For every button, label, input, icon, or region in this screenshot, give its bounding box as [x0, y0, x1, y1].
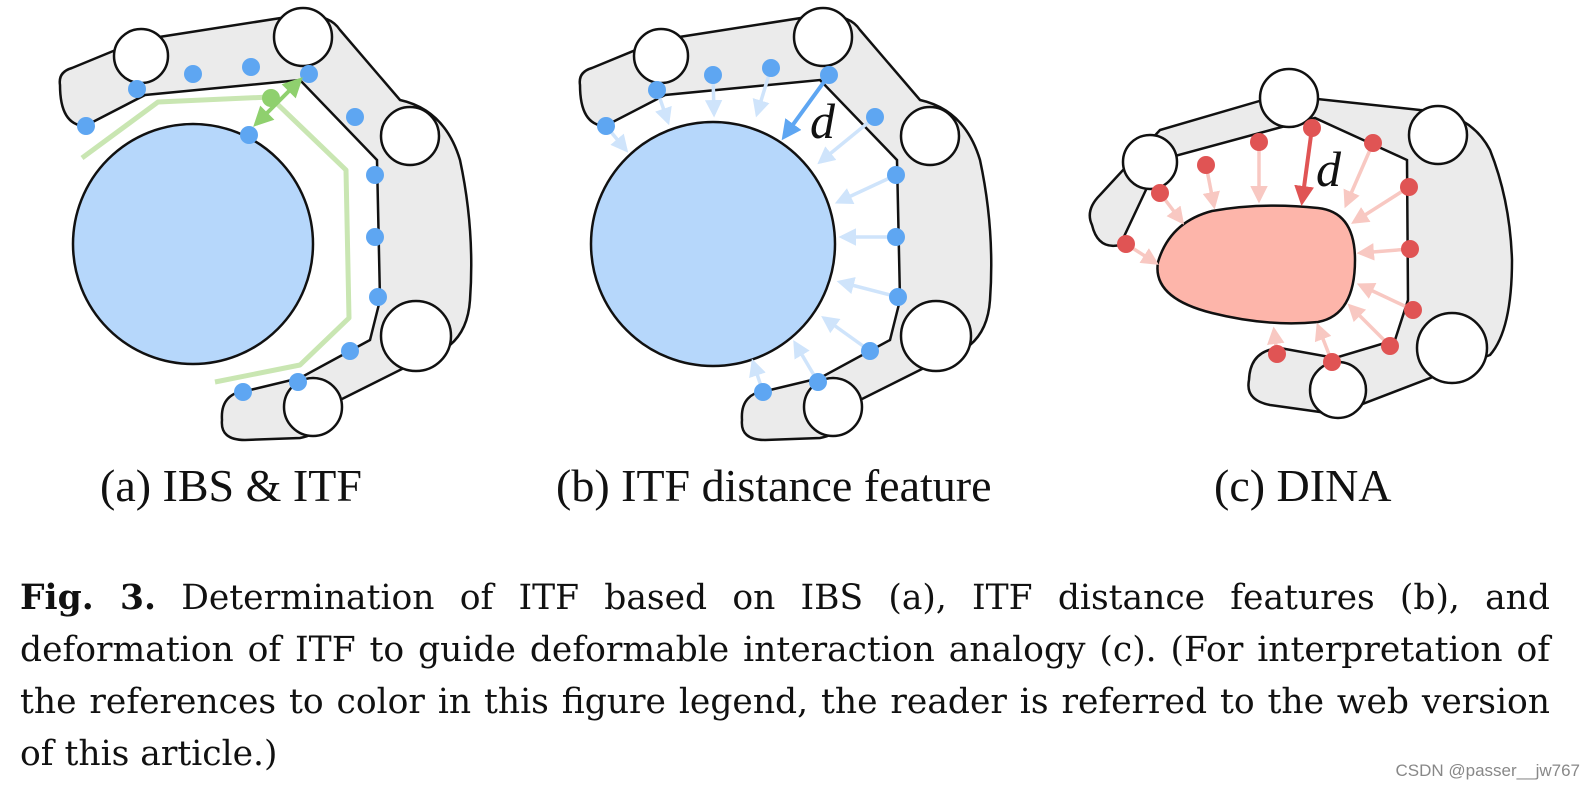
- panel-b-label: (b) ITF distance feature: [556, 460, 992, 511]
- panel-b-itf-distance: d: [578, 6, 993, 442]
- deformation-arrow-highlight: [1294, 127, 1315, 206]
- object-circle: [589, 120, 837, 368]
- finger-joints: [112, 6, 453, 438]
- distance-symbol-b: d: [810, 93, 836, 149]
- watermark: CSDN @passer__jw767: [1395, 761, 1580, 780]
- figure-caption: Fig. 3. Determination of ITF based on IB…: [20, 572, 1550, 780]
- finger-joints: [1121, 67, 1489, 420]
- distance-symbol-c: d: [1316, 141, 1342, 197]
- finger-joints: [632, 6, 973, 438]
- figure-illustration: d: [58, 6, 1514, 442]
- deformed-object: [1156, 204, 1357, 325]
- panel-c-dina: d: [1088, 67, 1514, 420]
- itf-points: [1117, 119, 1422, 371]
- ibs-point: [262, 89, 280, 107]
- itf-points: [597, 59, 907, 401]
- panel-a-label: (a) IBS & ITF: [100, 460, 362, 511]
- object-circle: [71, 122, 315, 366]
- panel-a-ibs-itf: [58, 6, 473, 442]
- itf-points: [77, 58, 387, 401]
- caption-label: Fig. 3.: [20, 578, 157, 618]
- ibs-curve: [80, 94, 352, 385]
- distance-arrow-highlight: [781, 73, 831, 141]
- panel-c-label: (c) DINA: [1214, 460, 1392, 511]
- caption-text: Determination of ITF based on IBS (a), I…: [20, 578, 1550, 774]
